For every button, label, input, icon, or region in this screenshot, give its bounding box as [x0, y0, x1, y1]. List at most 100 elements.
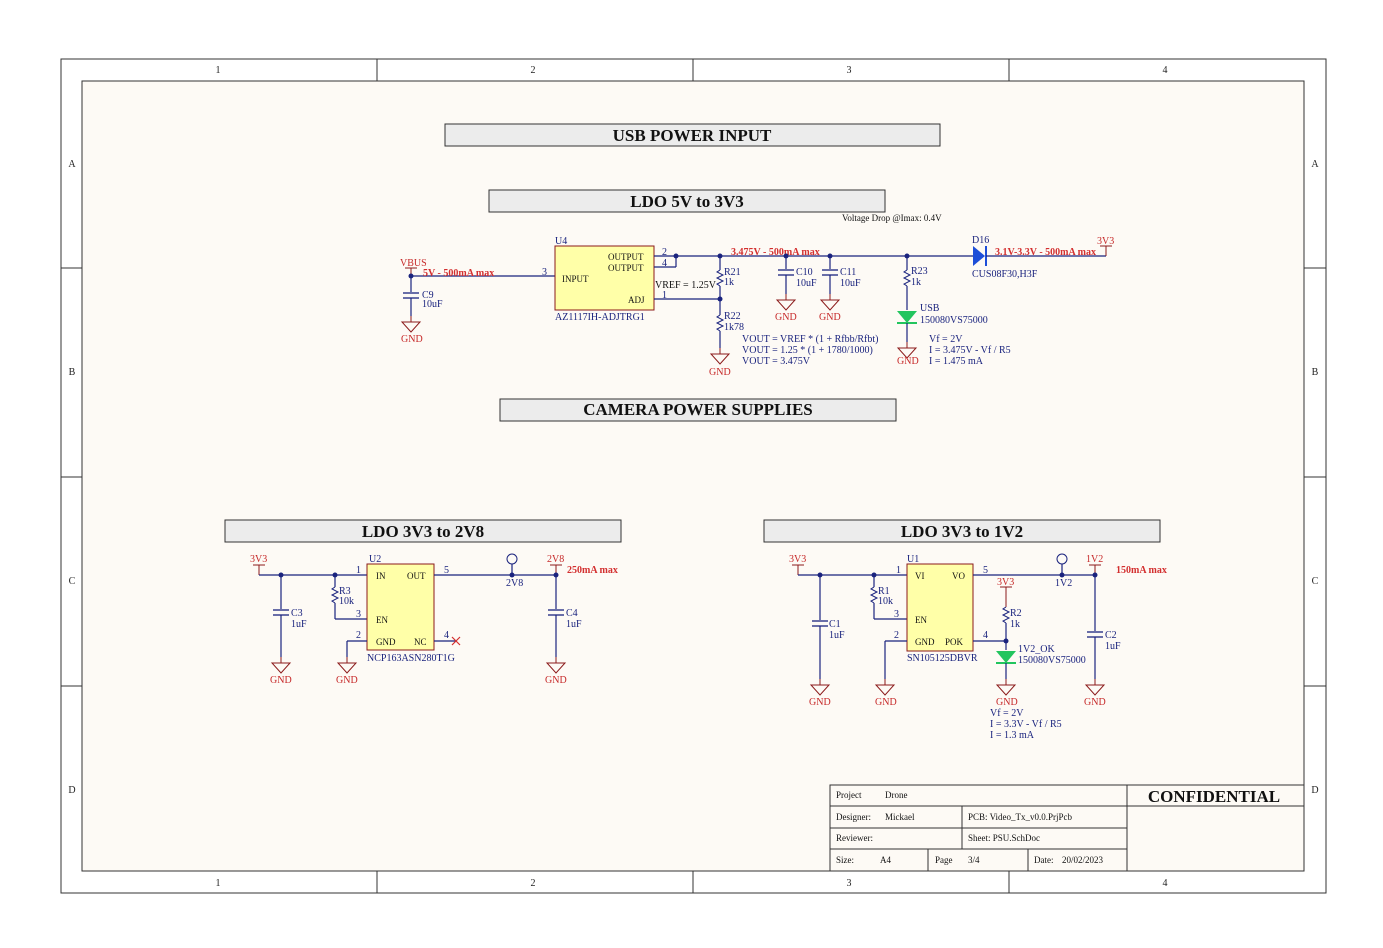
r23-value: 1k: [911, 277, 921, 288]
u4-output-pin-1: OUTPUT: [608, 252, 644, 262]
d16-part: CUS08F30,H3F: [972, 269, 1038, 280]
vout-formula-2: VOUT = 1.25 * (1 + 1780/1000): [742, 345, 873, 356]
col-label-4: 4: [1163, 65, 1168, 76]
led2-formula-1: Vf = 2V: [990, 708, 1024, 719]
vbus-net-label: 5V - 500mA max: [423, 268, 494, 279]
r2-ref: R2: [1010, 608, 1022, 619]
c3-value: 1uF: [291, 619, 307, 630]
ldo2-3v3-port: 3V3: [250, 554, 267, 565]
heading-ldo-3v3-2v8: LDO 3V3 to 2V8: [362, 522, 484, 541]
heading-camera-power: CAMERA POWER SUPPLIES: [583, 400, 813, 419]
heading-ldo-5v-3v3: LDO 5V to 3V3: [630, 192, 744, 211]
row-label-a-right: A: [1311, 159, 1319, 170]
r3-ref: R3: [339, 586, 351, 597]
heading-ldo-3v3-1v2: LDO 3V3 to 1V2: [901, 522, 1023, 541]
led2-formula-2: I = 3.3V - Vf / R5: [990, 719, 1062, 730]
u2-pin1: 1: [356, 565, 361, 576]
col-label-4-bottom: 4: [1163, 878, 1168, 889]
u2-pin3: 3: [356, 609, 361, 620]
vdrop-note: Voltage Drop @Imax: 0.4V: [842, 213, 942, 223]
u4-output-pin-2: OUTPUT: [608, 263, 644, 273]
designer-label: Designer:: [836, 812, 871, 822]
r22-value: 1k78: [724, 322, 744, 333]
confidential-label: CONFIDENTIAL: [1148, 787, 1280, 806]
led-formula-2: I = 3.475V - Vf / R5: [929, 345, 1011, 356]
u4-part: AZ1117IH-ADJTRG1: [555, 312, 645, 323]
col-label-3-bottom: 3: [847, 878, 852, 889]
vbus-label: VBUS: [400, 258, 427, 269]
u1-regulator: [906, 563, 974, 652]
c11-value: 10uF: [840, 278, 861, 289]
heading-camera-box: [499, 398, 897, 422]
c11-ref: C11: [840, 267, 856, 278]
u1-pin1: 1: [896, 565, 901, 576]
heading-ldo1-box: [488, 189, 886, 213]
u4-pin2: 2: [662, 247, 667, 258]
c9-ref: C9: [422, 290, 434, 301]
u1-en-pin: EN: [915, 615, 927, 625]
u2-pin2: 2: [356, 630, 361, 641]
c10-gnd-label: GND: [775, 312, 797, 323]
page-label: Page: [935, 855, 953, 865]
c1-value: 1uF: [829, 630, 845, 641]
tp-1v2-label: 1V2: [1055, 578, 1072, 589]
usb-led-part: 150080VS75000: [920, 315, 988, 326]
u4-ref: U4: [555, 236, 567, 247]
size-value: A4: [880, 855, 891, 865]
1v2-ok-led-icon: [996, 651, 1016, 663]
r22-gnd-label: GND: [709, 367, 731, 378]
designer-value: Mickael: [885, 812, 915, 822]
pok-pullup-3v3: 3V3: [997, 577, 1014, 588]
reviewer-label: Reviewer:: [836, 833, 873, 843]
u2-nc-pin: NC: [414, 637, 427, 647]
d16-diode-icon: [973, 246, 985, 266]
row-label-b: B: [69, 367, 76, 378]
heading-ldo3-box: [763, 519, 1161, 543]
pcb-file: PCB: Video_Tx_v0.0.PrjPcb: [968, 812, 1073, 822]
ldo-5v-3v3-circuit: Voltage Drop @Imax: 0.4V VBUS 5V - 500mA…: [400, 213, 1114, 378]
ldo3-current-label: 150mA max: [1116, 565, 1167, 576]
net-1v2-port: 1V2: [1086, 554, 1103, 565]
net-2v8-port: 2V8: [547, 554, 564, 565]
c10-value: 10uF: [796, 278, 817, 289]
u4-input-pin: INPUT: [562, 274, 589, 284]
date-value: 20/02/2023: [1062, 855, 1104, 865]
d16-ref: D16: [972, 235, 989, 246]
r1-ref: R1: [878, 586, 890, 597]
u2-part: NCP163ASN280T1G: [367, 653, 455, 664]
u1-pok-pin: POK: [945, 637, 964, 647]
date-label: Date:: [1034, 855, 1054, 865]
row-label-a: A: [68, 159, 76, 170]
c1-gnd-label: GND: [809, 697, 831, 708]
r3-value: 10k: [339, 596, 354, 607]
ldo-3v3-1v2-circuit: 3V3 C1 1uF GND R1 10k U1 VI VO EN GND PO…: [789, 553, 1167, 741]
u1-pin5: 5: [983, 565, 988, 576]
col-label-1: 1: [216, 65, 221, 76]
ldo2-current-label: 250mA max: [567, 565, 618, 576]
ldo1-3v3-port: 3V3: [1097, 236, 1114, 247]
c2-gnd-label: GND: [1084, 697, 1106, 708]
c4-ref: C4: [566, 608, 578, 619]
d16-net-label: 3.1V-3.3V - 500mA max: [995, 247, 1096, 258]
u1-pin4: 4: [983, 630, 988, 641]
page-value: 3/4: [968, 855, 980, 865]
row-label-c-right: C: [1312, 576, 1319, 587]
c3-ref: C3: [291, 608, 303, 619]
sheet-file: Sheet: PSU.SchDoc: [968, 833, 1040, 843]
u2-out-pin: OUT: [407, 571, 426, 581]
led-gnd-label: GND: [897, 356, 919, 367]
vout-formula-3: VOUT = 3.475V: [742, 356, 811, 367]
row-label-d: D: [68, 785, 75, 796]
u1-part: SN105125DBVR: [907, 653, 978, 664]
row-label-d-right: D: [1311, 785, 1318, 796]
u2-gnd-label: GND: [336, 675, 358, 686]
1v2-ok-led-ref: 1V2_OK: [1018, 644, 1055, 655]
row-label-b-right: B: [1312, 367, 1319, 378]
c11-gnd-label: GND: [819, 312, 841, 323]
ldo1-out-net: 3.475V - 500mA max: [731, 247, 820, 258]
u2-ref: U2: [369, 554, 381, 565]
row-label-c: C: [69, 576, 76, 587]
project-label: Project: [836, 790, 862, 800]
vref-label: VREF = 1.25V: [655, 280, 717, 291]
